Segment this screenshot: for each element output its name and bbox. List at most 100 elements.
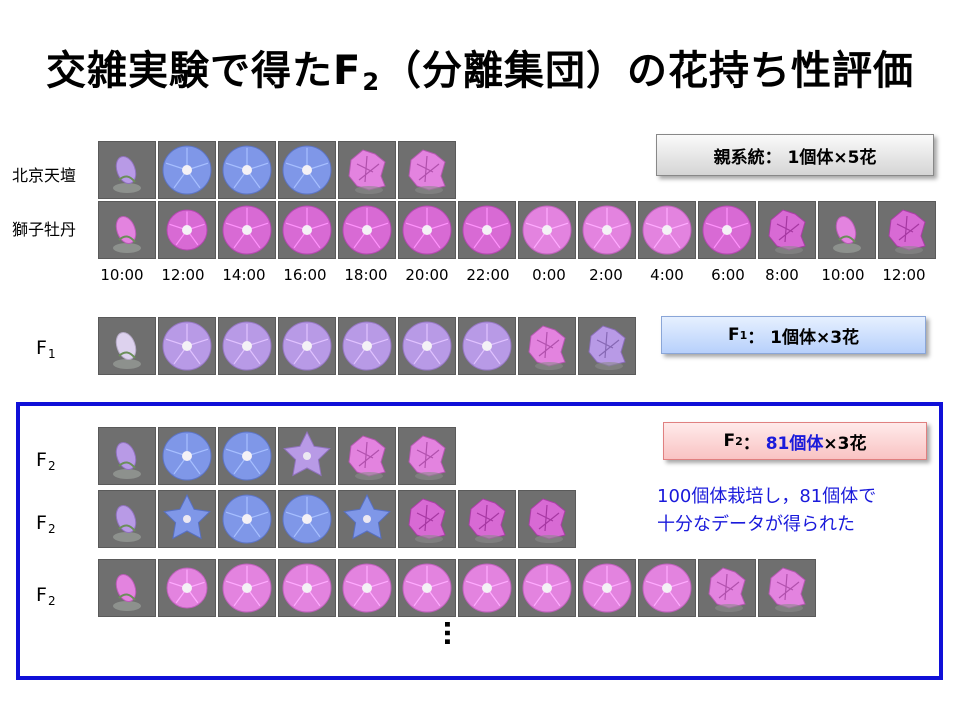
time-label: 22:00	[466, 266, 510, 284]
time-label: 2:00	[589, 266, 623, 284]
flower-photo	[98, 427, 156, 485]
flower-photo	[518, 317, 576, 375]
time-label: 12:00	[161, 266, 205, 284]
f2-label-main: F	[36, 584, 47, 606]
title-text-after: （分離集団）の花持ち性評価	[381, 48, 915, 94]
f2-box-sep: ：	[742, 433, 760, 454]
f2-label-sub: 2	[47, 522, 56, 536]
flower-photo	[98, 141, 156, 199]
flower-photo	[818, 201, 876, 259]
flower-photo	[458, 317, 516, 375]
flower-photo	[458, 490, 516, 548]
flower-photo	[458, 559, 516, 617]
flower-photo	[98, 490, 156, 548]
more-rows-ellipsis: …	[438, 620, 468, 648]
f1-label: F1	[36, 337, 56, 361]
flower-photo	[158, 559, 216, 617]
flower-photo	[218, 141, 276, 199]
parent-label-tiantan: 北京天壇	[12, 166, 77, 185]
time-label: 0:00	[532, 266, 566, 284]
time-label: 18:00	[344, 266, 388, 284]
flower-photo	[638, 201, 696, 259]
flower-photo	[338, 141, 396, 199]
flower-photo	[158, 427, 216, 485]
flower-photo	[98, 559, 156, 617]
flower-photo	[518, 490, 576, 548]
flower-photo	[518, 201, 576, 259]
flower-photo	[218, 427, 276, 485]
flower-photo	[278, 201, 336, 259]
flower-photo	[518, 559, 576, 617]
f2-box-rest: ×3花	[823, 433, 867, 454]
flower-photo	[98, 317, 156, 375]
f2-note: 100個体栽培し，81個体で 十分なデータが得られた	[657, 483, 876, 539]
flower-photo	[158, 317, 216, 375]
slide-title: 交雑実験で得たF2（分離集団）の花持ち性評価	[0, 38, 960, 96]
time-label: 10:00	[821, 266, 865, 284]
f1-box-rest: ： 1個体×3花	[747, 327, 860, 348]
flower-photo	[398, 559, 456, 617]
f2-label-sub: 2	[47, 459, 56, 473]
parent-label-shishi: 獅子牡丹	[12, 220, 77, 239]
f2-label-c: F2	[36, 584, 56, 608]
flower-photo	[98, 201, 156, 259]
title-text-before: 交雑実験で得たF	[45, 48, 362, 94]
flower-photo	[758, 201, 816, 259]
flower-photo	[698, 559, 756, 617]
f2-box-main: F	[723, 431, 736, 451]
f1-box-main: F	[727, 325, 740, 345]
time-label: 20:00	[405, 266, 449, 284]
f2-box-sub: 2	[735, 434, 743, 448]
time-label: 12:00	[882, 266, 926, 284]
flower-photo	[578, 317, 636, 375]
f2-frame	[16, 402, 943, 680]
title-subscript: 2	[362, 68, 381, 96]
parent-info-text: 親系統： 1個体×5花	[713, 147, 877, 168]
f2-note-line2: 十分なデータが得られた	[657, 514, 855, 535]
flower-photo	[878, 201, 936, 259]
flower-photo	[158, 201, 216, 259]
f2-label-main: F	[36, 512, 47, 534]
time-label: 16:00	[283, 266, 327, 284]
flower-photo	[578, 559, 636, 617]
f2-label-a: F2	[36, 449, 56, 473]
flower-photo	[578, 201, 636, 259]
f1-label-main: F	[36, 337, 47, 359]
flower-photo	[278, 141, 336, 199]
flower-photo	[458, 201, 516, 259]
flower-photo	[398, 490, 456, 548]
flower-photo	[398, 201, 456, 259]
time-label: 14:00	[222, 266, 266, 284]
flower-photo	[758, 559, 816, 617]
flower-photo	[338, 490, 396, 548]
flower-photo	[278, 490, 336, 548]
flower-photo	[338, 317, 396, 375]
time-label: 6:00	[711, 266, 745, 284]
flower-photo	[338, 427, 396, 485]
time-label: 10:00	[100, 266, 144, 284]
flower-photo	[158, 490, 216, 548]
flower-photo	[278, 559, 336, 617]
f2-label-sub: 2	[47, 594, 56, 608]
f1-label-sub: 1	[47, 347, 56, 361]
flower-photo	[638, 559, 696, 617]
flower-photo	[398, 141, 456, 199]
flower-photo	[278, 317, 336, 375]
flower-photo	[398, 427, 456, 485]
f2-label-b: F2	[36, 512, 56, 536]
f1-box-sub: 1	[739, 328, 748, 342]
flower-photo	[218, 317, 276, 375]
flower-photo	[218, 201, 276, 259]
f2-note-line1: 100個体栽培し，81個体で	[657, 486, 877, 507]
flower-photo	[698, 201, 756, 259]
f2-label-main: F	[36, 449, 47, 471]
flower-photo	[278, 427, 336, 485]
time-label: 8:00	[765, 266, 799, 284]
flower-photo	[338, 559, 396, 617]
f2-box-count: 81個体	[765, 433, 824, 454]
time-label: 4:00	[650, 266, 684, 284]
flower-photo	[158, 141, 216, 199]
flower-photo	[338, 201, 396, 259]
